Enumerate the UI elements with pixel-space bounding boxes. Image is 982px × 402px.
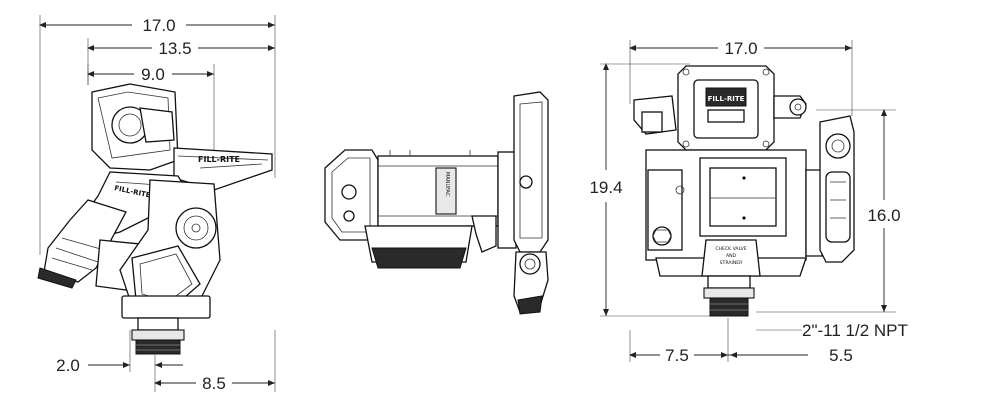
valve-label-line2: AND xyxy=(726,253,737,259)
thread-spec-label: 2"-11 1/2 NPT xyxy=(802,321,908,340)
dim-left-inlet-offset: 2.0 xyxy=(56,356,80,375)
pump-front-view: FILL-RITE CHECK VALVE AND STRAINE xyxy=(633,65,855,317)
left-holder-logo: FILL-RITE xyxy=(198,155,240,164)
dim-front-inlet-to-right: 5.5 xyxy=(829,346,853,365)
dim-left-overall-width: 17.0 xyxy=(142,16,175,35)
dim-front-inlet-height: 16.0 xyxy=(867,206,900,225)
valve-label-line1: CHECK VALVE xyxy=(715,246,746,252)
dim-front-left-to-inlet: 7.5 xyxy=(665,346,689,365)
dim-left-width-c: 9.0 xyxy=(141,65,165,84)
dim-left-width-b: 13.5 xyxy=(158,39,191,58)
top-view-label: MANUFAC xyxy=(444,172,450,197)
pump-side-view-left: FILL-RITE FILL-RITE xyxy=(37,83,273,355)
pump-top-view: MANUFAC xyxy=(324,91,549,315)
front-view-dimensions: 17.0 19.4 16.0 7.5 5.5 2"-11 1/2 NPT xyxy=(589,39,907,365)
left-view-dimensions: 17.0 13.5 9.0 2.0 8.5 xyxy=(39,15,276,393)
dim-front-overall-width: 17.0 xyxy=(724,39,757,58)
dim-left-inlet-to-edge: 8.5 xyxy=(202,374,226,393)
dim-front-overall-height: 19.4 xyxy=(589,178,622,197)
front-display-logo: FILL-RITE xyxy=(708,95,745,103)
valve-label-line3: STRAINER xyxy=(720,260,744,266)
